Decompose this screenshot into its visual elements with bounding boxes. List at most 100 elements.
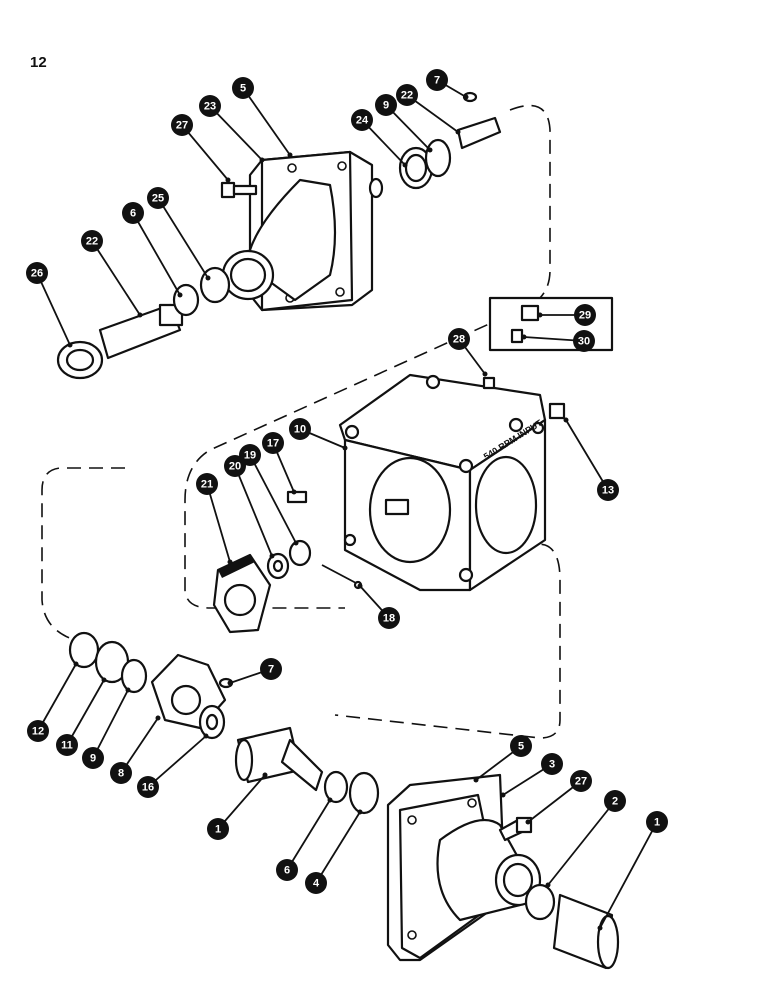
leader-line-c-27b xyxy=(527,780,582,823)
leader-arrowhead-c-10 xyxy=(342,445,348,451)
callout-c-8: 8 xyxy=(110,762,132,784)
upper-input-shaft-parts xyxy=(56,266,231,380)
leader-line-c-19 xyxy=(249,454,297,544)
leader-line-c-5a xyxy=(242,87,291,156)
leader-arrowhead-c-11 xyxy=(101,677,107,683)
leader-arrowhead-c-21 xyxy=(227,559,233,565)
callout-label: 1 xyxy=(654,817,660,829)
callout-c-22a: 22 xyxy=(396,84,418,106)
callout-c-26: 26 xyxy=(26,262,48,284)
callout-c-9a: 9 xyxy=(375,94,397,116)
callout-bubble xyxy=(305,872,327,894)
grease-fitting xyxy=(482,376,496,390)
callout-label: 6 xyxy=(284,865,290,877)
callout-bubble xyxy=(541,753,563,775)
leader-arrowhead-c-29 xyxy=(537,312,543,318)
leader-arrowhead-c-25 xyxy=(205,275,211,281)
callout-label: 21 xyxy=(201,479,213,491)
callout-bubble xyxy=(224,455,246,477)
leader-arrowhead-c-19 xyxy=(293,540,299,546)
leader-line-c-26 xyxy=(36,272,71,346)
leader-arrowhead-c-22a xyxy=(455,129,461,135)
callout-label: 6 xyxy=(130,208,136,220)
callout-c-22b: 22 xyxy=(81,230,103,252)
callout-bubble xyxy=(262,432,284,454)
callout-label: 10 xyxy=(294,424,306,436)
callout-bubble xyxy=(574,304,596,326)
leader-line-c-1b xyxy=(599,821,658,929)
callout-label: 1 xyxy=(215,824,221,836)
callout-label: 13 xyxy=(602,485,614,497)
callout-bubble xyxy=(646,811,668,833)
bevel-gear-21 xyxy=(212,553,272,634)
callout-label: 25 xyxy=(152,193,164,205)
leader-arrowhead-c-28 xyxy=(482,371,488,377)
callout-c-1a: 1 xyxy=(207,818,229,840)
lower-flange-housing xyxy=(386,773,542,962)
callout-label: 20 xyxy=(229,461,241,473)
callout-bubble xyxy=(27,720,49,742)
leader-line-c-23 xyxy=(209,105,263,161)
callout-bubble xyxy=(573,330,595,352)
callout-label: 29 xyxy=(579,310,591,322)
callout-c-25: 25 xyxy=(147,187,169,209)
leader-line-c-9b xyxy=(92,689,129,759)
leader-arrowhead-c-13 xyxy=(563,417,569,423)
callout-c-11: 11 xyxy=(56,734,78,756)
callout-label: 19 xyxy=(244,450,256,462)
leader-arrowhead-c-17 xyxy=(291,489,297,495)
callout-label: 22 xyxy=(401,90,413,102)
leader-arrowhead-c-7a xyxy=(463,94,469,100)
callout-label: 5 xyxy=(518,741,524,753)
callout-label: 18 xyxy=(383,613,395,625)
leader-line-c-2 xyxy=(547,800,616,886)
callout-c-21: 21 xyxy=(196,473,218,495)
assembly-guide-line-upper xyxy=(184,104,551,609)
leader-line-c-27a xyxy=(181,124,229,181)
leader-arrowhead-c-20 xyxy=(269,553,275,559)
callout-c-12: 12 xyxy=(27,720,49,742)
set-screw xyxy=(286,490,308,504)
callout-label: 16 xyxy=(142,782,154,794)
callout-label: 22 xyxy=(86,236,98,248)
callout-bubble xyxy=(171,114,193,136)
assembly-guide-line-lower-right xyxy=(334,539,561,739)
callout-c-7b: 7 xyxy=(260,658,282,680)
callout-bubble xyxy=(207,818,229,840)
callout-bubble xyxy=(81,230,103,252)
callout-c-23: 23 xyxy=(199,95,221,117)
callout-label: 27 xyxy=(575,776,587,788)
leader-arrowhead-c-18 xyxy=(357,583,363,589)
callout-c-10: 10 xyxy=(289,418,311,440)
leader-line-c-13 xyxy=(565,419,609,491)
callout-label: 8 xyxy=(118,768,124,780)
callout-bubble xyxy=(375,94,397,116)
callout-c-4: 4 xyxy=(305,872,327,894)
leader-line-c-8 xyxy=(120,717,159,774)
leader-arrowhead-c-5a xyxy=(287,152,293,158)
leader-arrowhead-c-7b xyxy=(227,680,233,686)
callout-bubble xyxy=(604,790,626,812)
leader-arrowhead-c-4 xyxy=(357,809,363,815)
callout-c-20: 20 xyxy=(224,455,246,477)
lower-nut-and-bearing xyxy=(323,770,380,815)
callout-label: 4 xyxy=(313,878,320,890)
leader-arrowhead-c-3 xyxy=(500,792,506,798)
callout-label: 28 xyxy=(453,334,465,346)
callout-bubble xyxy=(396,84,418,106)
callout-label: 17 xyxy=(267,438,279,450)
callout-bubble xyxy=(448,328,470,350)
leader-line-c-21 xyxy=(206,483,231,563)
lower-bearing-parts xyxy=(68,631,234,740)
leader-line-c-4 xyxy=(315,811,361,884)
leader-line-c-1a xyxy=(217,774,266,830)
callout-bubble xyxy=(276,859,298,881)
leader-arrowhead-c-2 xyxy=(545,882,551,888)
upper-flange-housing xyxy=(221,150,374,312)
leader-line-c-6b xyxy=(286,799,331,871)
assembly-guide-line-lower xyxy=(41,467,125,641)
callout-label: 7 xyxy=(434,75,440,87)
lower-seal-and-shaft xyxy=(524,883,620,970)
leader-arrowhead-c-9a xyxy=(427,147,433,153)
leader-line-c-11 xyxy=(66,679,105,746)
